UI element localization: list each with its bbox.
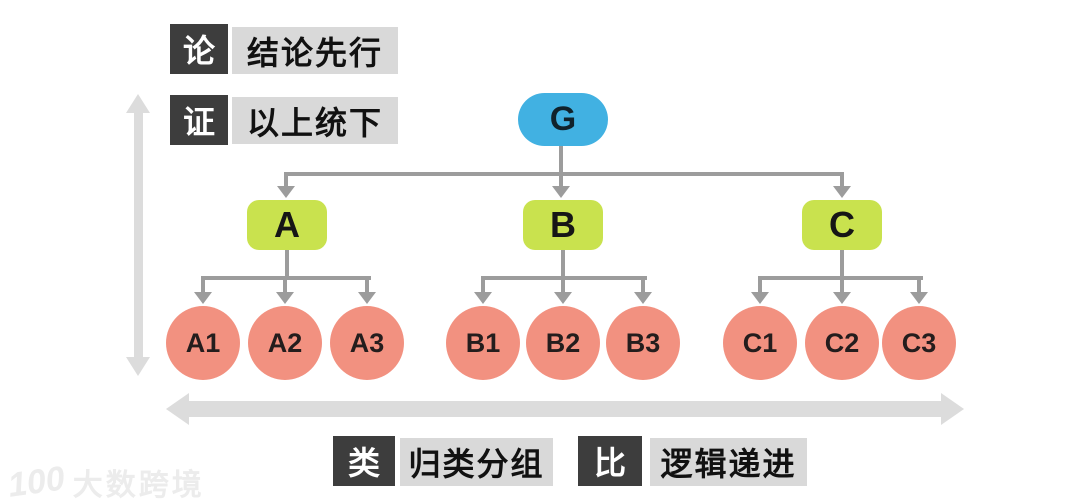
connector-stem-to-b3 — [641, 276, 645, 294]
legend-key-order: 比 — [578, 436, 642, 486]
arrowhead-to-c3-icon — [910, 292, 928, 304]
connector-stem-to-c — [840, 172, 844, 188]
connector-stem-to-c2 — [840, 276, 844, 294]
arrowhead-to-b-icon — [552, 186, 570, 198]
legend-key-grouping: 类 — [333, 436, 395, 486]
arrowhead-to-a1-icon — [194, 292, 212, 304]
arrowhead-to-b2-icon — [554, 292, 572, 304]
arrowhead-to-c1-icon — [751, 292, 769, 304]
connector-c-stem — [840, 250, 844, 280]
leaf-node-a2: A2 — [248, 306, 322, 380]
arrowhead-to-a2-icon — [276, 292, 294, 304]
connector-stem-to-a3 — [365, 276, 369, 294]
watermark-logo-icon: 100 — [5, 458, 68, 504]
horizontal-axis-arrowhead-left-icon — [166, 393, 189, 425]
horizontal-axis-arrow — [187, 401, 944, 417]
arrowhead-to-c-icon — [833, 186, 851, 198]
connector-stem-to-b1 — [481, 276, 485, 294]
connector-stem-to-a — [284, 172, 288, 188]
connector-stem-to-c1 — [758, 276, 762, 294]
connector-stem-to-c3 — [917, 276, 921, 294]
leaf-node-c2: C2 — [805, 306, 879, 380]
leaf-node-a3: A3 — [330, 306, 404, 380]
legend-text-logical-progression: 逻辑递进 — [650, 438, 807, 486]
arrowhead-to-a3-icon — [358, 292, 376, 304]
connector-b-stem — [561, 250, 565, 280]
legend-text-group-classify: 归类分组 — [400, 438, 553, 486]
connector-a-stem — [285, 250, 289, 280]
branch-node-b: B — [523, 200, 603, 250]
connector-root-stem — [559, 146, 563, 176]
vertical-axis-arrowhead-bottom-icon — [126, 357, 150, 376]
legend-text-top-governs-bottom: 以上统下 — [232, 97, 398, 144]
leaf-node-c1: C1 — [723, 306, 797, 380]
legend-key-evidence: 证 — [170, 95, 228, 145]
watermark-text: 大数跨境 — [72, 469, 205, 502]
arrowhead-to-a-icon — [277, 186, 295, 198]
branch-node-a: A — [247, 200, 327, 250]
connector-stem-to-a2 — [283, 276, 287, 294]
leaf-node-b1: B1 — [446, 306, 520, 380]
arrowhead-to-b3-icon — [634, 292, 652, 304]
leaf-node-b2: B2 — [526, 306, 600, 380]
branch-node-c: C — [802, 200, 882, 250]
connector-stem-to-b2 — [561, 276, 565, 294]
connector-root-bar — [284, 172, 844, 176]
leaf-node-c3: C3 — [882, 306, 956, 380]
leaf-node-a1: A1 — [166, 306, 240, 380]
connector-stem-to-b — [559, 172, 563, 188]
watermark: 100 大数跨境 — [5, 458, 205, 504]
vertical-axis-arrowhead-top-icon — [126, 94, 150, 113]
root-node-g: G — [518, 93, 608, 146]
leaf-node-b3: B3 — [606, 306, 680, 380]
arrowhead-to-c2-icon — [833, 292, 851, 304]
horizontal-axis-arrowhead-right-icon — [941, 393, 964, 425]
arrowhead-to-b1-icon — [474, 292, 492, 304]
vertical-axis-arrow — [134, 112, 143, 358]
legend-text-conclusion-first: 结论先行 — [232, 27, 398, 74]
connector-stem-to-a1 — [201, 276, 205, 294]
legend-key-conclusion: 论 — [170, 24, 228, 74]
